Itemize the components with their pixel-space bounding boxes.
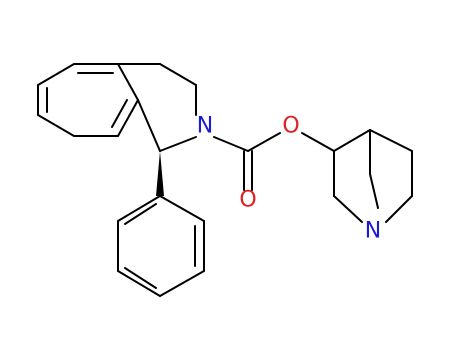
carbonyl-oxygen-label: O bbox=[239, 188, 256, 213]
carbamate-group bbox=[213, 132, 335, 191]
benzo-ring bbox=[37, 63, 139, 137]
quinuclidine-cage bbox=[333, 129, 413, 223]
ester-oxygen-label: O bbox=[282, 114, 299, 139]
quinuclidine-nitrogen-label: N bbox=[365, 219, 381, 244]
piperidine-ring bbox=[117, 63, 197, 152]
ring-nitrogen-label: N bbox=[197, 114, 213, 139]
stereo-wedge-bond bbox=[156, 151, 164, 196]
phenyl-ring bbox=[117, 195, 205, 297]
